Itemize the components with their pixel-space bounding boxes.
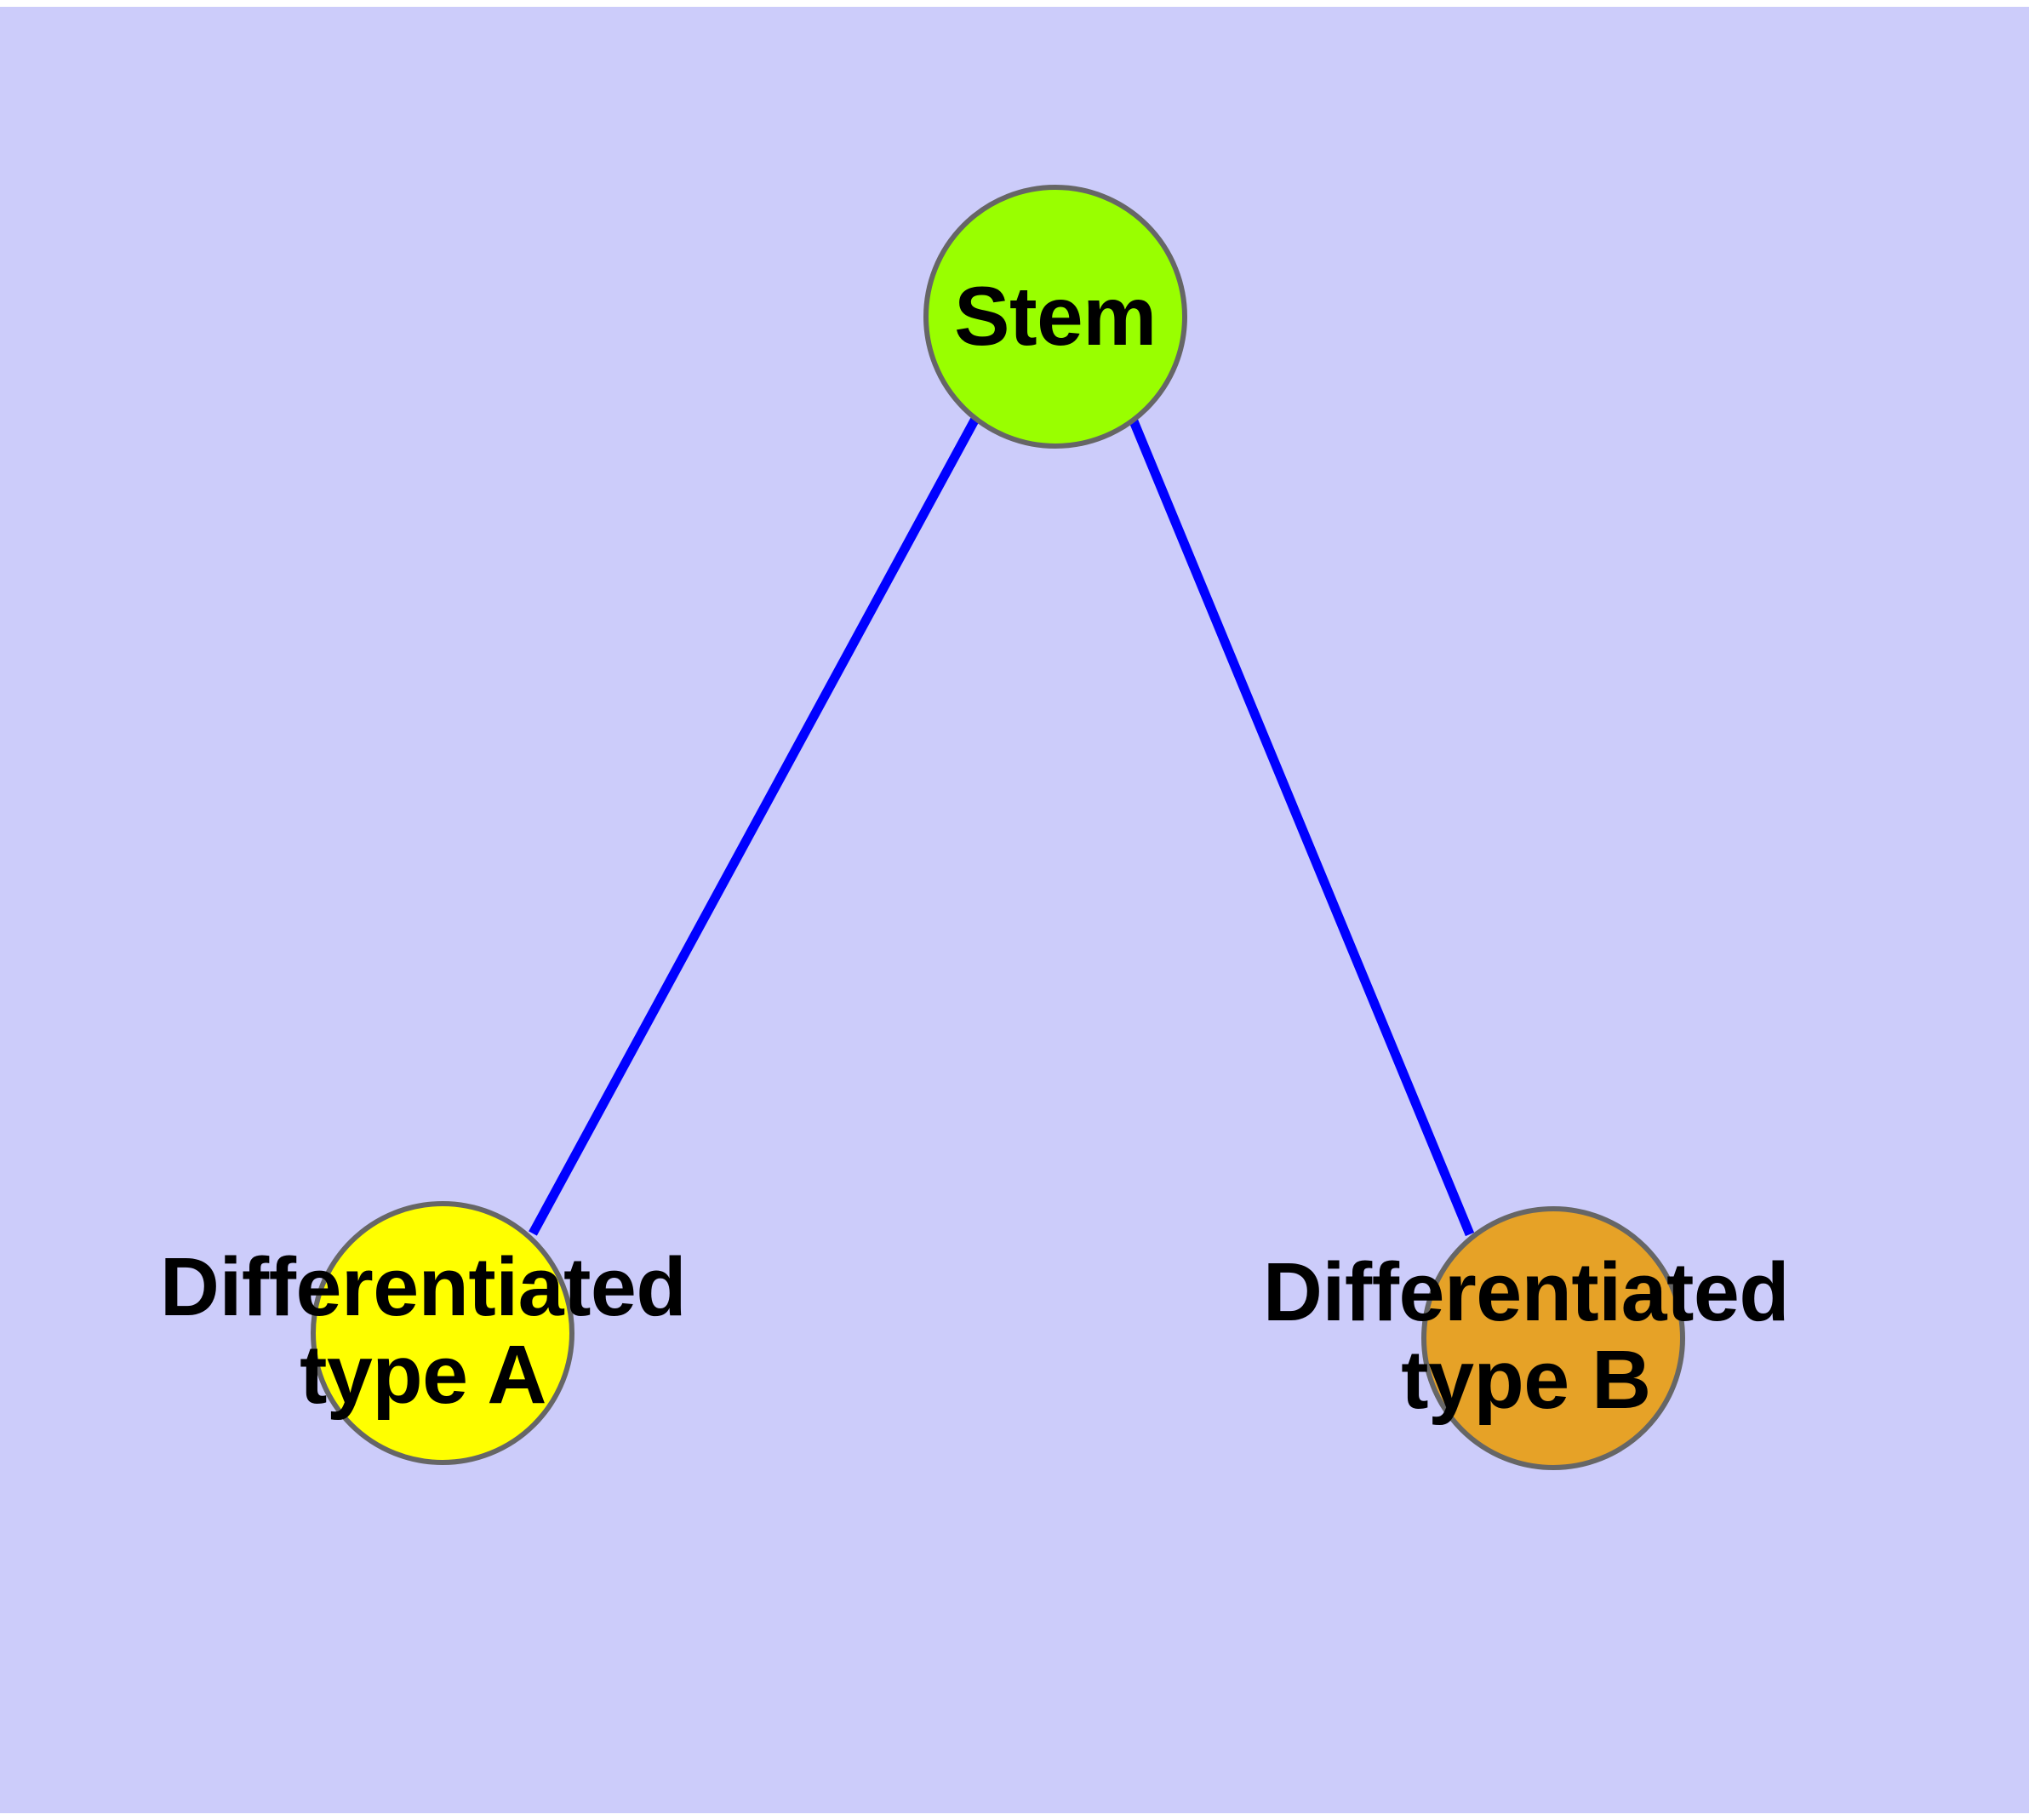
edge-layer bbox=[529, 415, 1475, 1237]
node-stem[interactable] bbox=[923, 185, 1187, 449]
edge-stem-to-differentiated-type-b bbox=[1127, 415, 1475, 1237]
edge-stem-to-differentiated-type-a bbox=[529, 416, 980, 1236]
node-differentiated-type-a[interactable] bbox=[311, 1201, 574, 1465]
node-differentiated-type-b[interactable] bbox=[1421, 1206, 1685, 1470]
node-layer bbox=[311, 185, 1685, 1470]
